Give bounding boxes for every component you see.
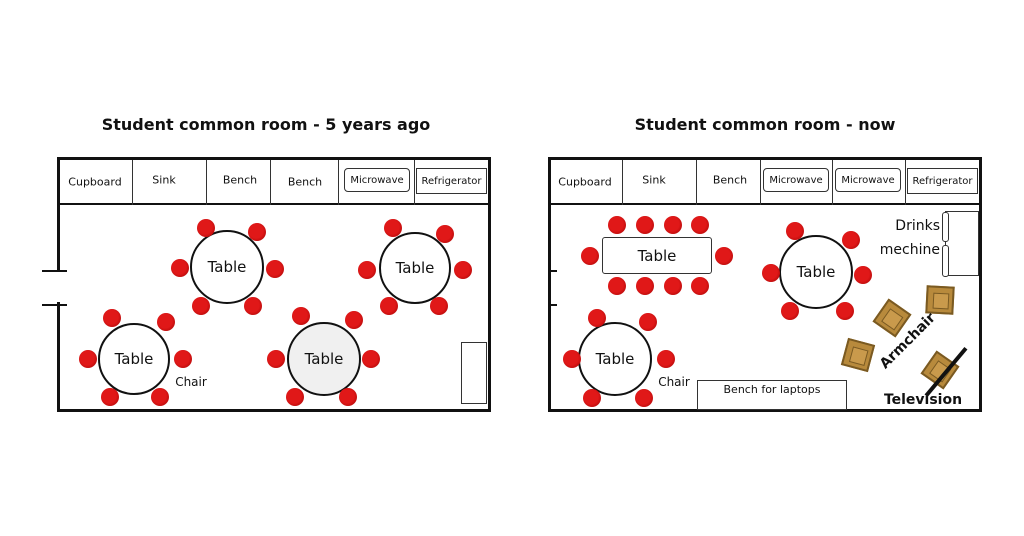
bench-label: Bench: [287, 175, 323, 189]
drinks-label-line1: Drinks: [895, 218, 940, 234]
round-table: Table: [578, 322, 652, 396]
chair: [454, 261, 472, 279]
chair: [151, 388, 169, 406]
right-counter-strip: [551, 160, 979, 205]
cabinet: [461, 342, 487, 404]
chair: [101, 388, 119, 406]
chair: [266, 260, 284, 278]
cupboard-label: Cupboard: [558, 175, 612, 189]
drinks-label-line2: mechine: [879, 242, 940, 258]
sink-label: Sink: [152, 173, 176, 187]
drinks-machine: [945, 211, 979, 276]
chair: [786, 222, 804, 240]
chair: [608, 216, 626, 234]
armchair: [925, 285, 955, 315]
chair: [563, 350, 581, 368]
left-door: [42, 304, 67, 306]
right-door: [549, 270, 557, 272]
chair: [664, 277, 682, 295]
left-counter-strip: [60, 160, 488, 205]
chair: [267, 350, 285, 368]
chair: [691, 216, 709, 234]
round-table: Table: [190, 230, 264, 304]
chair: [345, 311, 363, 329]
long-table: Table: [602, 237, 712, 274]
chair: [636, 277, 654, 295]
chair: [762, 264, 780, 282]
chair: [664, 216, 682, 234]
chair: [636, 216, 654, 234]
chair: [157, 313, 175, 331]
chair: [244, 297, 262, 315]
chair: [639, 313, 657, 331]
chair: [286, 388, 304, 406]
chair: [358, 261, 376, 279]
microwave: Microwave: [763, 168, 829, 192]
chair: [635, 389, 653, 407]
chair: [608, 277, 626, 295]
right-door: [549, 304, 557, 306]
chair: [430, 297, 448, 315]
chair: [588, 309, 606, 327]
round-table: Table: [98, 323, 170, 395]
chair: [657, 350, 675, 368]
chair: [715, 247, 733, 265]
round-table: Table: [779, 235, 853, 309]
right-title: Student common room - now: [634, 115, 896, 134]
chair-label: Chair: [175, 375, 207, 389]
chair: [436, 225, 454, 243]
chair: [362, 350, 380, 368]
bench-label: Bench: [712, 173, 748, 187]
chair: [781, 302, 799, 320]
sink-label: Sink: [642, 173, 666, 187]
chair: [79, 350, 97, 368]
refrigerator: Refrigerator: [907, 168, 978, 194]
chair: [171, 259, 189, 277]
chair: [380, 297, 398, 315]
chair: [103, 309, 121, 327]
left-door: [42, 270, 67, 272]
drinks-machine-label: Drinks mechine: [860, 214, 940, 262]
refrigerator: Refrigerator: [416, 168, 487, 194]
chair: [583, 389, 601, 407]
chair: [836, 302, 854, 320]
chair: [854, 266, 872, 284]
chair: [174, 350, 192, 368]
chair: [384, 219, 402, 237]
chair: [691, 277, 709, 295]
microwave: Microwave: [344, 168, 410, 192]
microwave: Microwave: [835, 168, 901, 192]
chair: [192, 297, 210, 315]
television-label: Television: [883, 392, 963, 408]
chair: [197, 219, 215, 237]
round-table: Table: [379, 232, 451, 304]
chair: [248, 223, 266, 241]
chair: [292, 307, 310, 325]
cupboard-label: Cupboard: [68, 175, 122, 189]
chair: [842, 231, 860, 249]
chair: [581, 247, 599, 265]
bench-for-laptops: Bench for laptops: [697, 380, 847, 410]
bench-label: Bench: [222, 173, 258, 187]
chair-label: Chair: [658, 375, 690, 389]
left-title: Student common room - 5 years ago: [101, 115, 431, 134]
chair: [339, 388, 357, 406]
round-table: Table: [287, 322, 361, 396]
